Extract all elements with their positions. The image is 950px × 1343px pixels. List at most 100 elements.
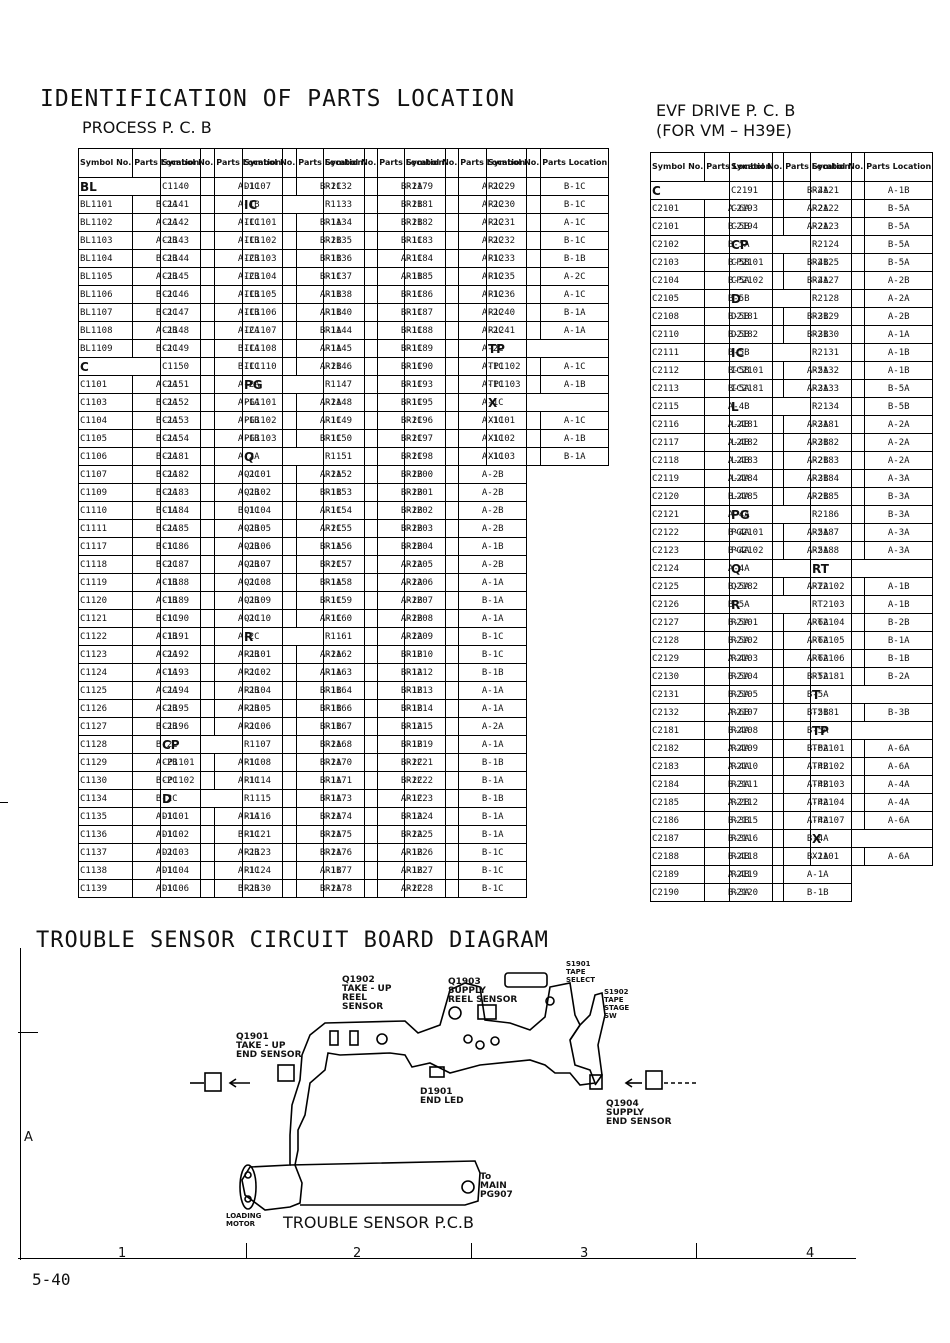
parts-location: B-1A <box>540 447 610 466</box>
symbol-no: C2119 <box>649 469 706 488</box>
s1902-label: S1902 TAPE STAGE SW <box>604 988 630 1020</box>
symbol-no: R1158 <box>322 573 379 592</box>
q1903-sensor <box>477 1004 497 1020</box>
table-row: TP <box>809 721 934 740</box>
header-symbol-no: Symbol No. <box>241 148 298 178</box>
parts-location: B-1C <box>458 645 528 664</box>
parts-location: A-1C <box>540 213 610 232</box>
header-symbol-no: Symbol No. <box>649 152 706 182</box>
symbol-no: C1147 <box>159 303 216 322</box>
symbol-no: R1167 <box>322 717 379 736</box>
parts-location: A-2C <box>540 267 610 286</box>
symbol-no: PG1103 <box>241 429 298 448</box>
mount-hole-1 <box>376 1033 388 1045</box>
symbol-no: X1101 <box>485 411 542 430</box>
symbol-no: C2194 <box>728 217 785 236</box>
table-row: X <box>485 393 610 412</box>
symbol-no: R2187 <box>809 523 866 542</box>
parts-location: A-2A <box>864 289 934 308</box>
symbol-no: C2185 <box>649 793 706 812</box>
symbol-no: C1110 <box>77 501 134 520</box>
symbol-no: C2108 <box>649 307 706 326</box>
symbol-no: C2129 <box>649 649 706 668</box>
symbol-no: C2118 <box>649 451 706 470</box>
parts-location: A-1B <box>864 343 934 362</box>
left-emitter <box>204 1072 222 1092</box>
symbol-no: R1227 <box>403 861 460 880</box>
symbol-no: C1128 <box>77 735 134 754</box>
parts-location: B-3A <box>864 487 934 506</box>
symbol-no: R1202 <box>403 501 460 520</box>
symbol-no: R1240 <box>485 303 542 322</box>
symbol-no: C2111 <box>649 343 706 362</box>
symbol-no: C1186 <box>159 537 216 556</box>
parts-location: B-5A <box>864 217 934 236</box>
symbol-no: BL1103 <box>77 231 134 250</box>
symbol-no: C1126 <box>77 699 134 718</box>
symbol-no: C1187 <box>159 555 216 574</box>
symbol-no: L2182 <box>728 433 785 452</box>
symbol-no: C1124 <box>77 663 134 682</box>
symbol-no: BL1108 <box>77 321 134 340</box>
symbol-no: R1219 <box>403 735 460 754</box>
symbol-no: Q1110 <box>241 609 298 628</box>
symbol-no: C2122 <box>649 523 706 542</box>
q1903-label: Q1903 SUPPLY REEL SENSOR <box>448 977 518 1005</box>
symbol-no: L2184 <box>728 469 785 488</box>
symbol-no: L2185 <box>728 487 785 506</box>
symbol-no: Q1104 <box>241 501 298 520</box>
symbol-no: IC2101 <box>728 361 785 380</box>
parts-location: B-1C <box>458 861 528 880</box>
motor-hole-2 <box>244 1195 252 1203</box>
parts-location: B-1C <box>540 177 610 196</box>
grid-col-1: 1 <box>118 1246 127 1261</box>
symbol-no: C1181 <box>159 447 216 466</box>
symbol-no: R2112 <box>728 793 785 812</box>
symbol-no: C2128 <box>649 631 706 650</box>
symbol-no: R1106 <box>241 717 298 736</box>
symbol-no: IC1101 <box>241 213 298 232</box>
symbol-no: C1120 <box>77 591 134 610</box>
symbol-no: R2122 <box>809 199 866 218</box>
parts-location: A-1A <box>540 321 610 340</box>
symbol-no: R1164 <box>322 681 379 700</box>
symbol-no: R1157 <box>322 555 379 574</box>
symbol-no: PG2101 <box>728 523 785 542</box>
symbol-no: RT2102 <box>809 577 866 596</box>
symbol-no: R1210 <box>403 645 460 664</box>
header-symbol-no: Symbol No. <box>322 148 379 178</box>
symbol-no: R1176 <box>322 843 379 862</box>
symbol-no: R2134 <box>809 397 866 416</box>
symbol-no: R1108 <box>241 753 298 772</box>
symbol-no: C1104 <box>77 411 134 430</box>
symbol-no: R1241 <box>485 321 542 340</box>
symbol-no: C2126 <box>649 595 706 614</box>
symbol-no: R1231 <box>485 213 542 232</box>
process-pcb-subtitle: PROCESS P. C. B <box>82 118 212 137</box>
parts-location: B-3B <box>864 703 934 722</box>
table-row: RT <box>809 559 934 578</box>
parts-location: A-4A <box>864 793 934 812</box>
parts-location: B-1C <box>540 231 610 250</box>
symbol-no: IC1107 <box>241 321 298 340</box>
symbol-no: C2104 <box>649 271 706 290</box>
q1901-sensor <box>277 1064 295 1082</box>
symbol-no: R1226 <box>403 843 460 862</box>
parts-location: B-1C <box>458 627 528 646</box>
symbol-no: R1200 <box>403 465 460 484</box>
q1904-sensor <box>589 1074 603 1090</box>
symbol-no: Q1106 <box>241 537 298 556</box>
